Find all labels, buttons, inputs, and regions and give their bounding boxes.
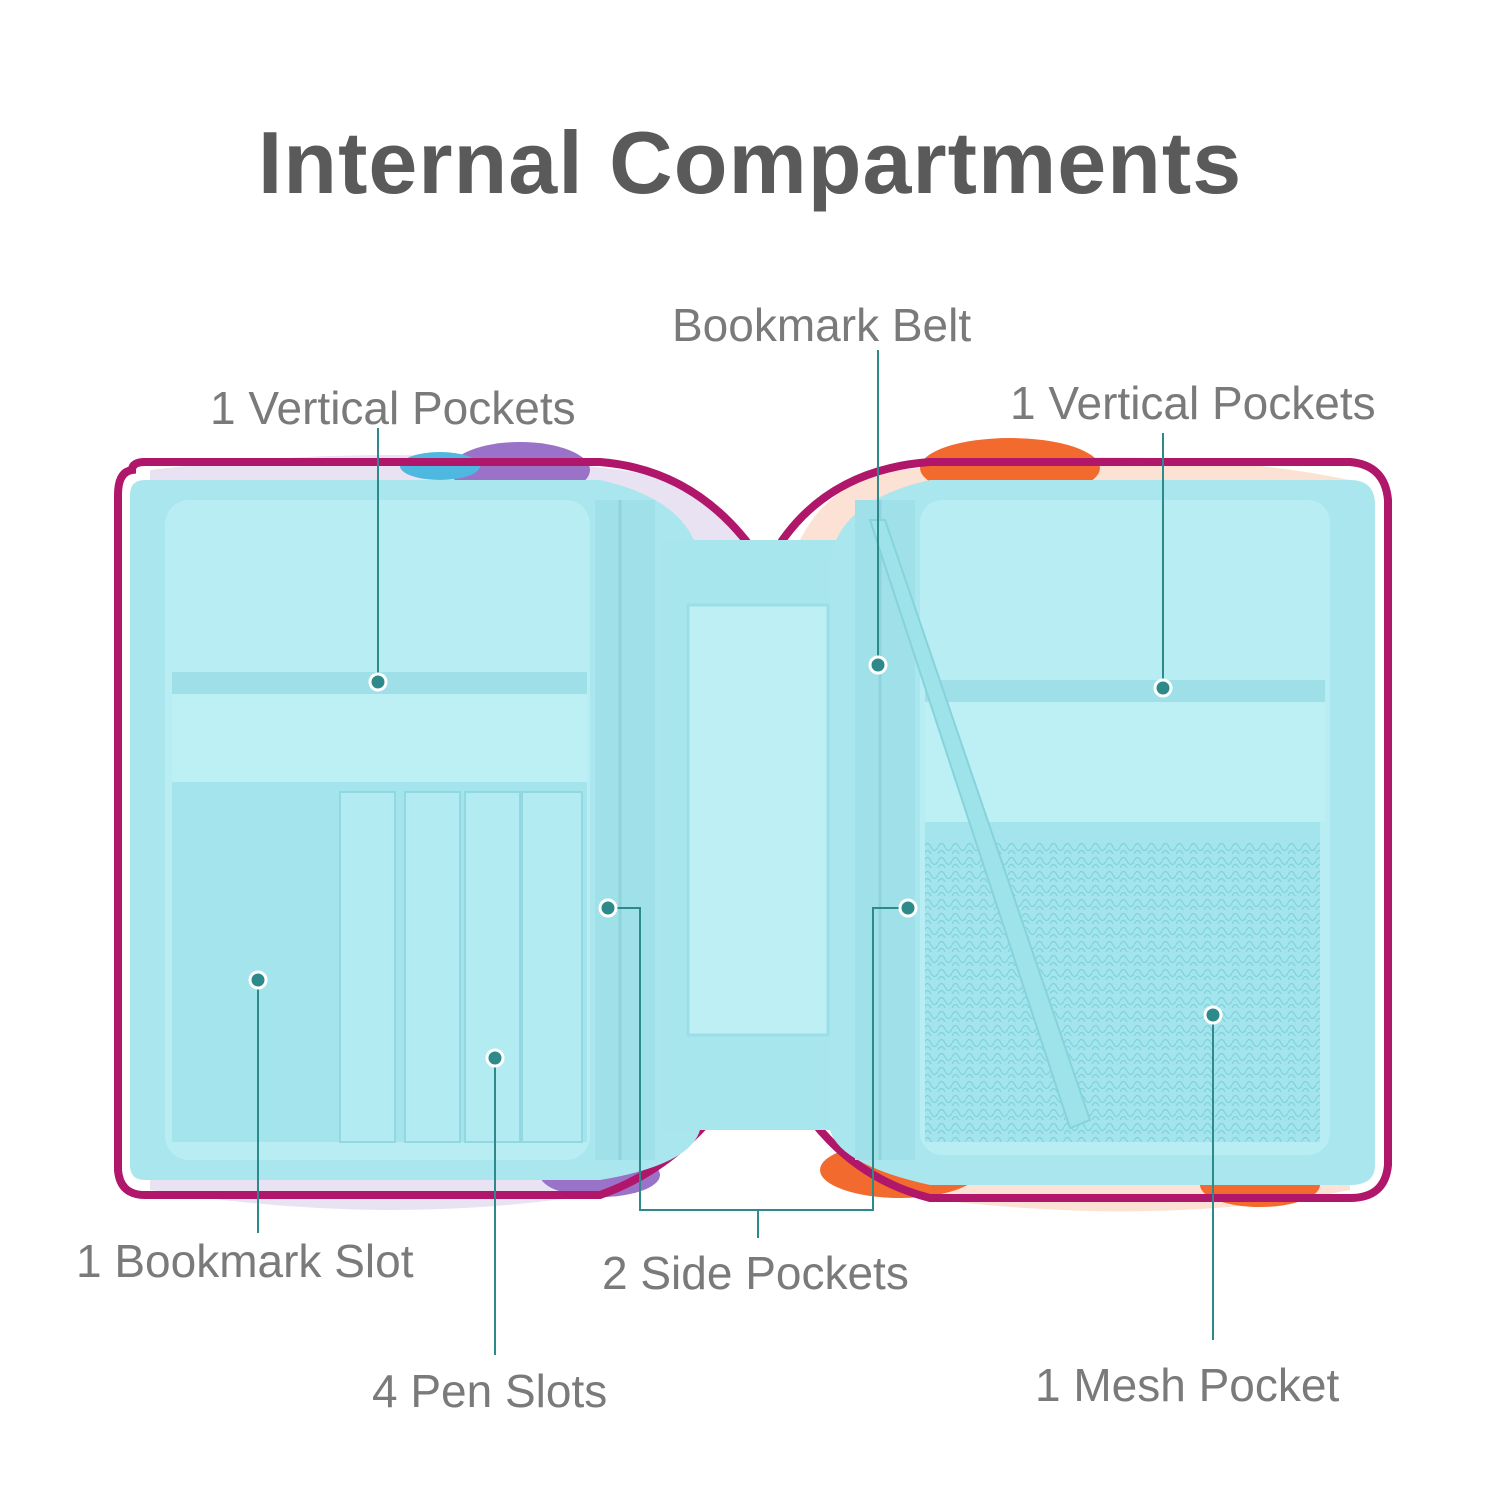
- label-bookmark-slot: 1 Bookmark Slot: [76, 1235, 414, 1287]
- right-panel: [830, 480, 1375, 1185]
- label-pen-slots: 4 Pen Slots: [372, 1365, 608, 1417]
- spine: [660, 540, 840, 1130]
- label-side-pockets: 2 Side Pockets: [602, 1247, 909, 1299]
- label-right-vertical-pockets: 1 Vertical Pockets: [1010, 377, 1376, 429]
- label-bookmark-belt: Bookmark Belt: [672, 299, 972, 351]
- left-panel: [130, 480, 700, 1180]
- callout-dots: [248, 655, 1223, 1068]
- label-left-vertical-pockets: 1 Vertical Pockets: [210, 382, 576, 434]
- page-title: Internal Compartments: [257, 113, 1243, 212]
- callouts: [257, 350, 1214, 1355]
- label-mesh-pocket: 1 Mesh Pocket: [1035, 1359, 1340, 1411]
